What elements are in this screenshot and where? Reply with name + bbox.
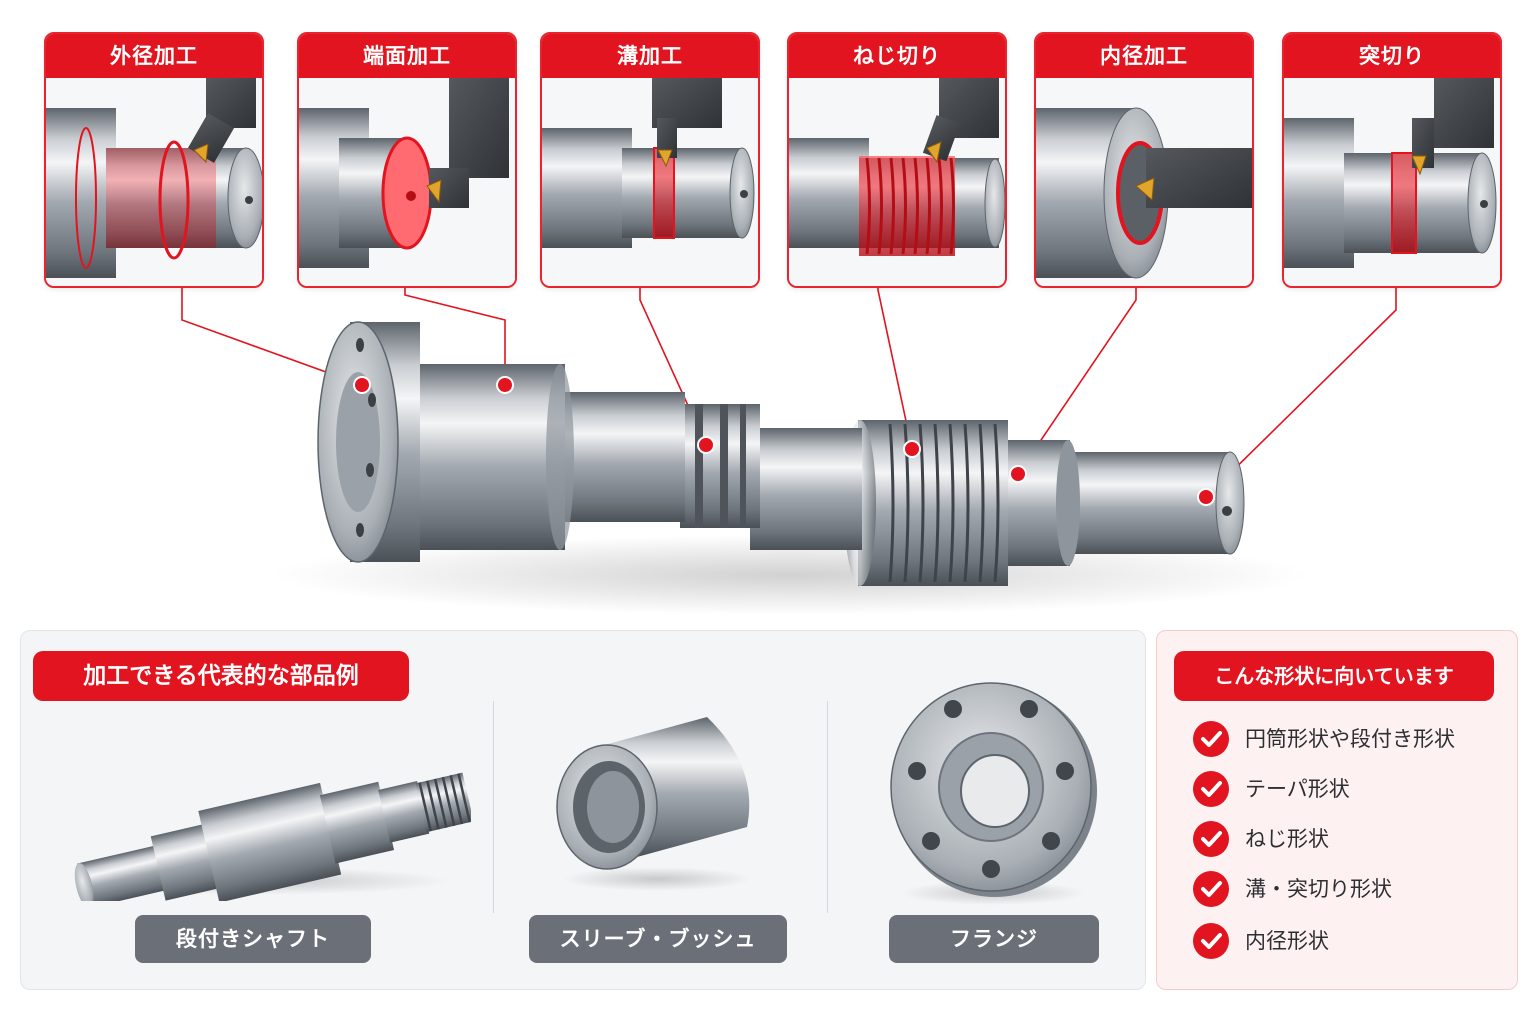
suitable-shapes-panel: こんな形状に向いています 円筒形状や段付き形状 テーパ形状 ねじ形状 溝・突切り…	[1156, 630, 1518, 990]
card-title: 突切り	[1284, 34, 1500, 78]
shape-text: 内径形状	[1245, 929, 1329, 953]
main-shaft-illustration	[181, 285, 1397, 615]
parts-heading: 加工できる代表的な部品例	[33, 651, 409, 701]
shape-text: ねじ形状	[1245, 827, 1329, 851]
part-label-sleeve-bush: スリーブ・ブッシュ	[529, 915, 787, 963]
divider	[827, 701, 828, 913]
shapes-heading: こんな形状に向いています	[1174, 651, 1494, 701]
flange-image	[890, 682, 1097, 905]
part-label-flange: フランジ	[889, 915, 1099, 963]
parts-examples-panel: 加工できる代表的な部品例	[20, 630, 1146, 990]
check-icon	[1193, 771, 1229, 807]
check-icon	[1193, 923, 1229, 959]
card-title: 内径加工	[1036, 34, 1252, 78]
outer-diameter-illustration	[46, 78, 262, 286]
card-title: 溝加工	[542, 34, 758, 78]
check-icon	[1193, 721, 1229, 757]
card-cutoff: 突切り	[1282, 32, 1502, 288]
facing-illustration	[299, 78, 515, 286]
shape-text: 溝・突切り形状	[1245, 877, 1392, 901]
check-icon	[1193, 821, 1229, 857]
check-icon	[1193, 871, 1229, 907]
card-outer-diameter: 外径加工	[44, 32, 264, 288]
shape-text: 円筒形状や段付き形状	[1245, 727, 1455, 751]
threading-illustration	[789, 78, 1005, 286]
card-title: ねじ切り	[789, 34, 1005, 78]
sleeve-bush-image	[556, 717, 752, 891]
card-title: 外径加工	[46, 34, 262, 78]
card-face: 端面加工	[297, 32, 517, 288]
grooving-illustration	[542, 78, 758, 286]
shape-text: テーパ形状	[1245, 777, 1350, 801]
divider	[493, 701, 494, 913]
card-groove: 溝加工	[540, 32, 760, 288]
card-thread: ねじ切り	[787, 32, 1007, 288]
boring-illustration	[1036, 78, 1252, 286]
card-inner-diameter: 内径加工	[1034, 32, 1254, 288]
parting-illustration	[1284, 78, 1500, 286]
stepped-shaft-image	[71, 772, 471, 901]
thread-ridges	[888, 423, 1000, 583]
part-label-stepped-shaft: 段付きシャフト	[135, 915, 371, 963]
card-title: 端面加工	[299, 34, 515, 78]
